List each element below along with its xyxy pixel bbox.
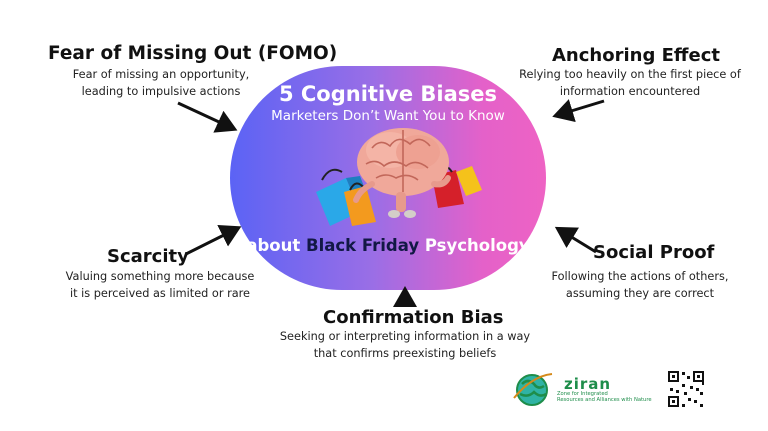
bias-desc-anchoring-line1: Relying too heavily on the first piece o… [519,68,741,81]
bias-heading-confirmation: Confirmation Bias [323,307,504,328]
bias-desc-fomo-line1: Fear of missing an opportunity, [72,68,250,81]
arrow-social-proof [554,226,597,254]
bias-desc-scarcity-line1: Valuing something more because [65,270,255,283]
arrow-scarcity [185,224,242,256]
arrow-anchoring [552,99,605,123]
bias-desc-anchoring-line2: information encountered [559,85,701,98]
arrow-fomo [177,101,238,133]
bias-desc-social-proof-line2: assuming they are correct [565,287,715,300]
bias-heading-social-proof: Social Proof [593,242,715,263]
tagline-black-friday: Black Friday [306,236,420,255]
brain-icon [353,128,451,218]
infographic-subtitle: Marketers Don’t Want You to Know [271,108,505,124]
brand-name: ziran [564,375,612,393]
bias-desc-confirmation-line2: that confirms preexisting beliefs [313,347,497,360]
bias-heading-fomo: Fear of Missing Out (FOMO) [48,43,338,64]
infographic-tagline: about Black Friday Psychology [230,236,546,255]
bias-desc-fomo-line2: leading to impulsive actions [81,85,241,98]
bias-heading-scarcity: Scarcity [107,246,189,267]
brand-tagline-line2: Resources and Alliances with Nature [557,397,652,403]
shopping-bag-yellow-icon [456,166,482,196]
bias-desc-social-proof-line1: Following the actions of others, [551,270,729,283]
bias-desc-scarcity-line2: it is perceived as limited or rare [69,287,250,300]
bias-heading-anchoring: Anchoring Effect [552,45,720,66]
infographic-title: 5 Cognitive Biases [278,82,498,106]
bias-desc-confirmation-line1: Seeking or interpreting information in a… [279,330,531,343]
brand-tagline-line1: Zone for Integrated [557,391,608,397]
tagline-psychology: Psychology [424,236,530,255]
tagline-about: about [246,236,301,255]
